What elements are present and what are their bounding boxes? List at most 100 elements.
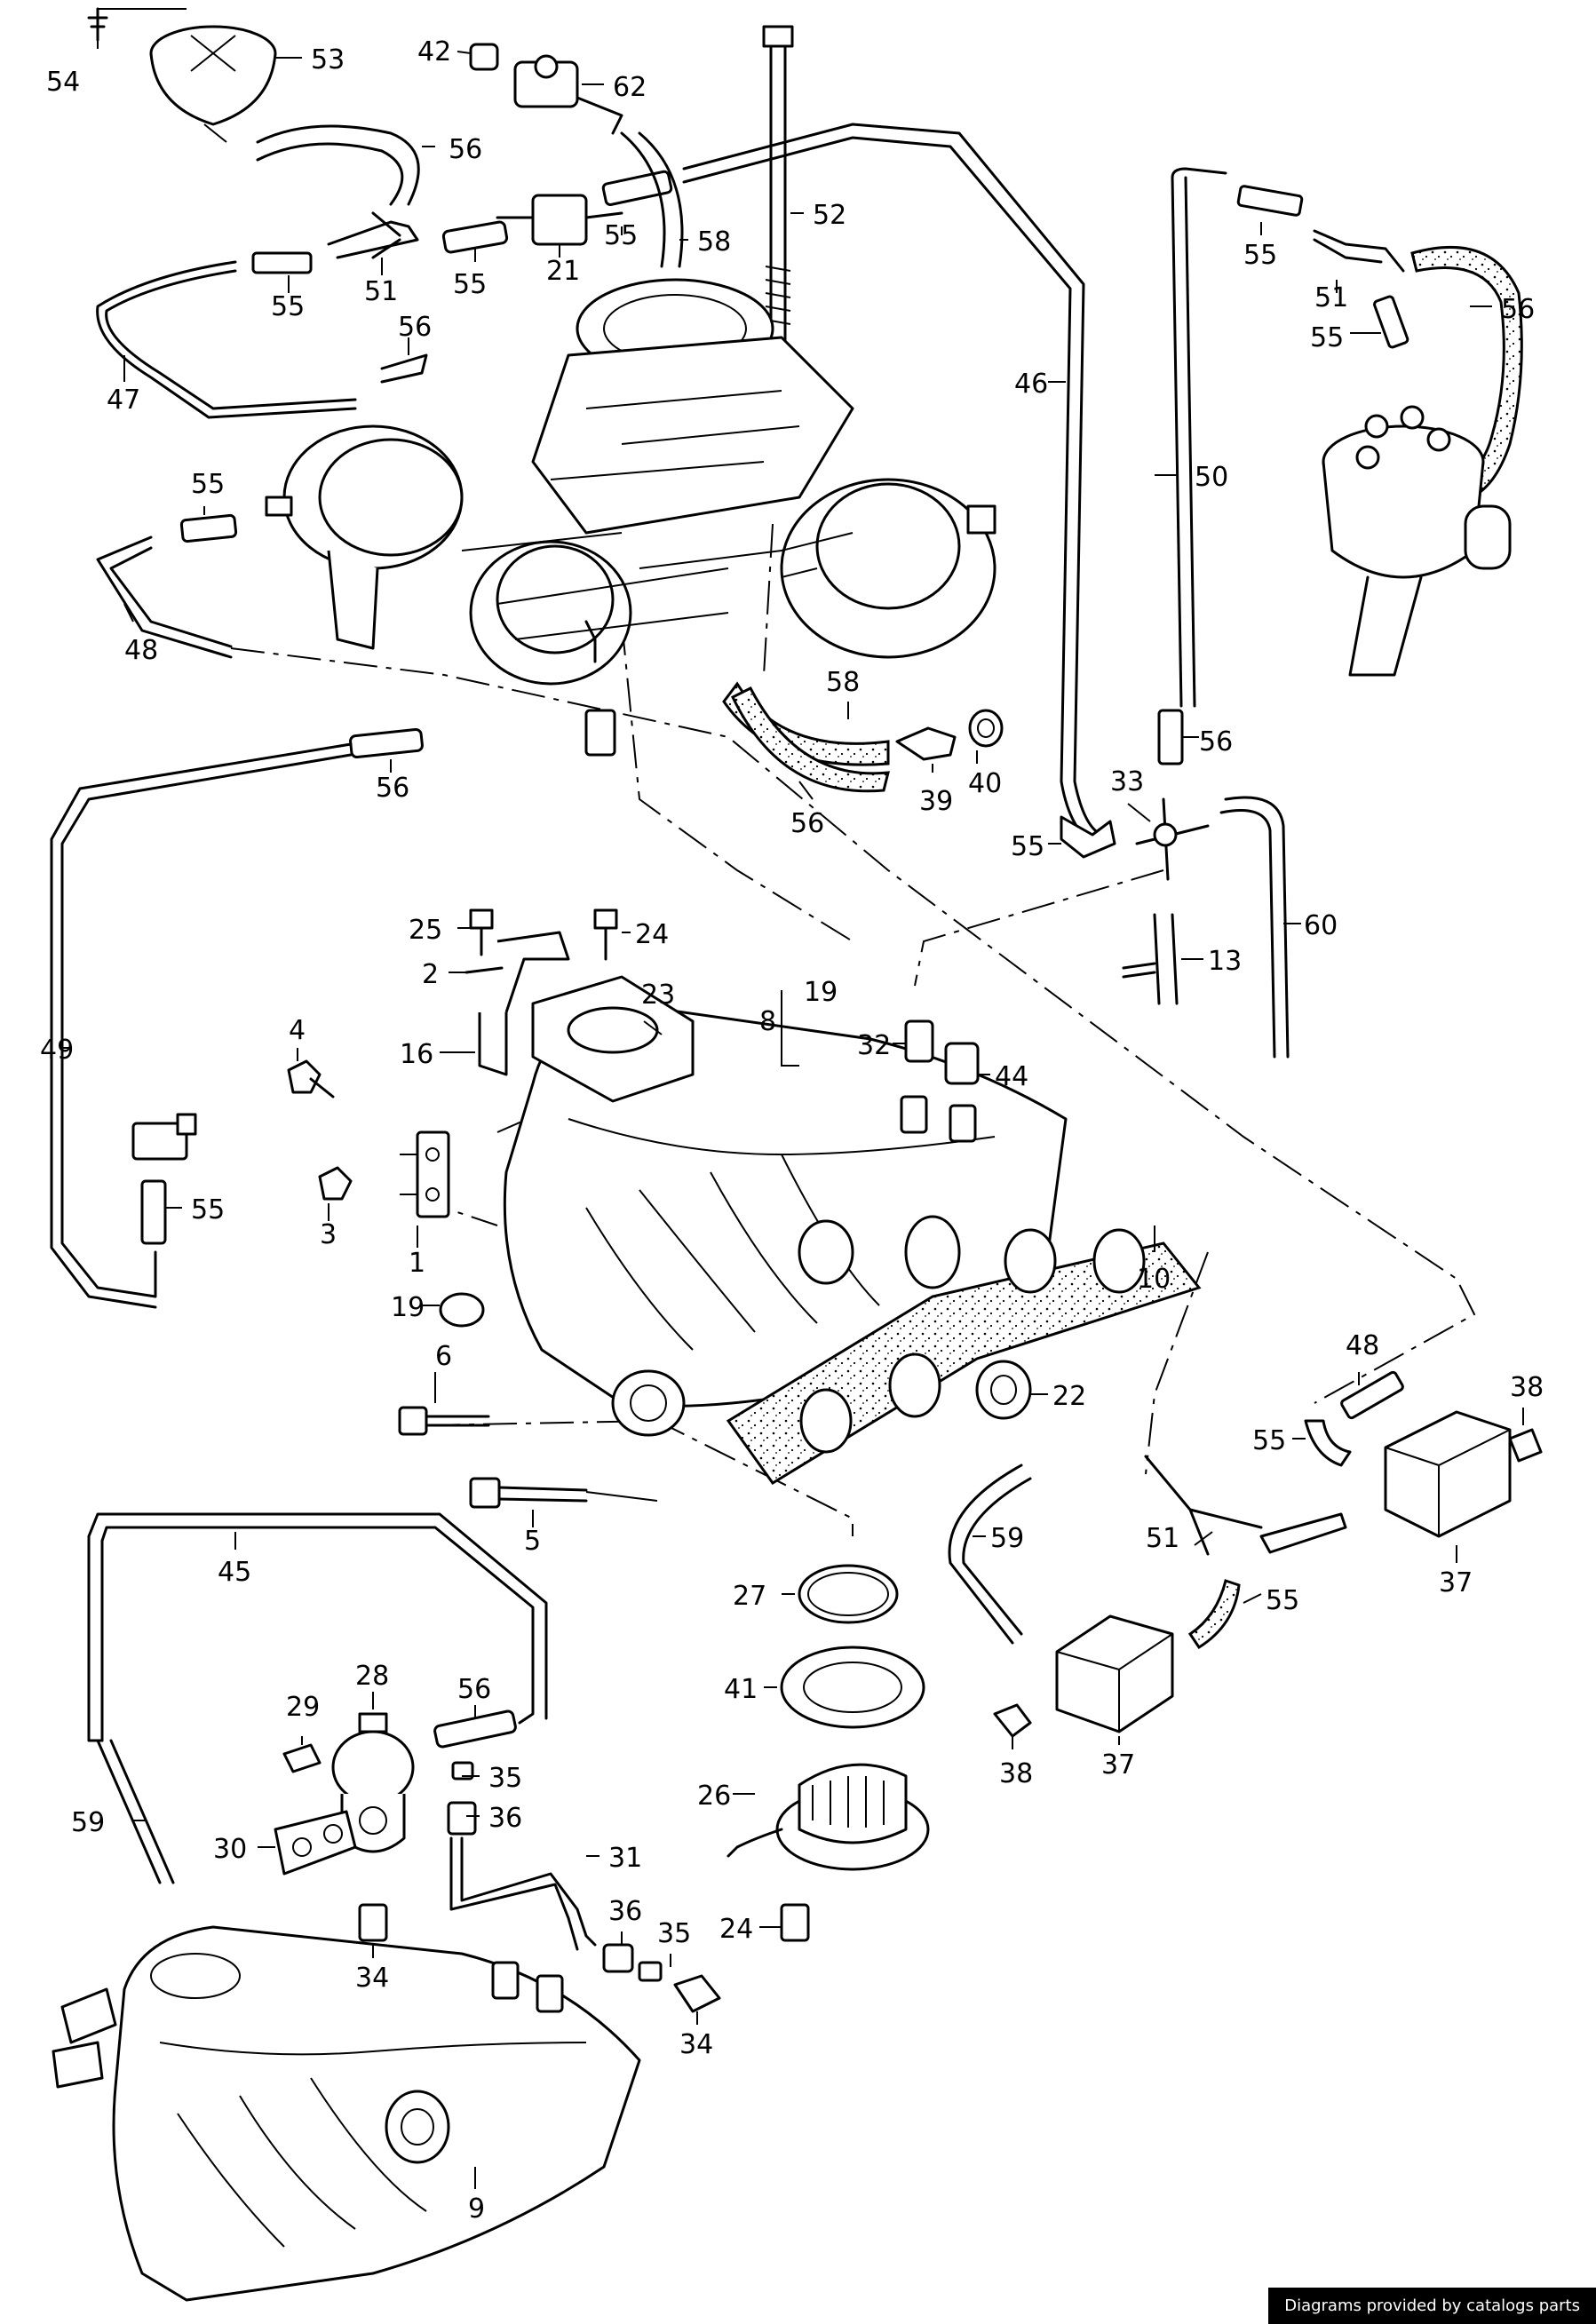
label-37-b: 37 <box>1101 1749 1135 1781</box>
label-39: 39 <box>919 786 953 817</box>
hose-55-b <box>441 220 509 254</box>
plug-19 <box>439 1292 485 1328</box>
hose-48-b <box>1340 1370 1404 1420</box>
pipe-45 <box>87 1512 548 1742</box>
distributor <box>1322 405 1512 677</box>
connector-55-elbow <box>1060 815 1116 859</box>
label-8: 8 <box>759 1006 776 1037</box>
hose-59-right <box>948 1463 1032 1645</box>
label-59-b: 59 <box>71 1807 105 1838</box>
gasket-10 <box>726 1215 1202 1486</box>
hose-59-left <box>96 1739 175 1884</box>
plate-1 <box>416 1130 450 1218</box>
hose-56-e <box>731 686 890 793</box>
label-4: 4 <box>289 1015 306 1046</box>
filter-21 <box>496 194 623 246</box>
label-55-i: 55 <box>1252 1425 1286 1456</box>
label-62: 62 <box>613 72 647 103</box>
label-56-a: 56 <box>449 134 482 165</box>
label-37-a: 37 <box>1439 1567 1473 1598</box>
cap-42 <box>469 43 499 71</box>
label-48-b: 48 <box>1346 1330 1379 1361</box>
label-55-d: 55 <box>1243 240 1277 271</box>
label-46: 46 <box>1014 369 1048 400</box>
label-55-e: 55 <box>1310 322 1344 353</box>
gasket-41 <box>780 1646 925 1729</box>
label-9: 9 <box>468 2193 485 2225</box>
label-27: 27 <box>733 1581 766 1612</box>
label-33: 33 <box>1110 766 1144 797</box>
hose-55-i <box>1304 1419 1352 1467</box>
hose-55-k <box>1187 1579 1241 1650</box>
bolt-6 <box>398 1406 490 1436</box>
label-60: 60 <box>1304 910 1338 941</box>
label-38-b: 38 <box>999 1758 1033 1789</box>
label-35-b: 35 <box>657 1918 691 1949</box>
label-56-b: 56 <box>398 312 432 343</box>
label-2: 2 <box>422 959 439 990</box>
hose-60 <box>1219 796 1290 1059</box>
label-22: 22 <box>1052 1381 1086 1412</box>
regulator-28 <box>331 1712 415 1853</box>
connector-51-lower <box>1144 1455 1263 1556</box>
fitting-36-b <box>602 1943 634 1973</box>
label-56-e: 56 <box>790 808 824 839</box>
screw-24-a <box>593 908 618 961</box>
label-55-h: 55 <box>191 1194 225 1225</box>
label-40: 40 <box>968 768 1002 799</box>
label-5: 5 <box>524 1526 541 1557</box>
bolt-5 <box>469 1477 588 1509</box>
label-35-a: 35 <box>488 1763 522 1794</box>
label-50: 50 <box>1195 462 1228 493</box>
label-55-c: 55 <box>271 291 305 322</box>
fitting-38-right <box>1508 1428 1543 1463</box>
label-26: 26 <box>697 1781 731 1812</box>
label-29: 29 <box>286 1692 320 1723</box>
hose-55-a <box>251 251 313 274</box>
label-36-a: 36 <box>488 1803 522 1834</box>
label-19-b: 19 <box>391 1292 425 1323</box>
hose-55-d <box>179 513 238 543</box>
label-55-b: 55 <box>453 269 487 300</box>
label-6: 6 <box>435 1341 452 1372</box>
fitting-34-left <box>358 1903 388 1942</box>
label-21: 21 <box>546 256 580 287</box>
label-23: 23 <box>641 980 675 1011</box>
label-19-a: 19 <box>804 977 838 1008</box>
screw-24-b <box>780 1903 810 1942</box>
label-48-a: 48 <box>124 635 158 666</box>
label-55-g: 55 <box>1011 831 1044 862</box>
screw-29 <box>282 1743 322 1773</box>
connector-51-top <box>327 211 419 259</box>
label-13: 13 <box>1208 946 1242 977</box>
label-36-b: 36 <box>608 1896 642 1927</box>
cross-33 <box>1135 797 1210 881</box>
washer-40 <box>968 709 1004 748</box>
label-30: 30 <box>213 1834 247 1865</box>
label-28: 28 <box>355 1661 389 1692</box>
label-51-b: 51 <box>1314 282 1348 313</box>
sensor-39 <box>895 726 957 761</box>
label-51-a: 51 <box>364 276 398 307</box>
bolt-4 <box>287 1059 335 1099</box>
hose-56-d <box>584 709 616 757</box>
hose-55-f <box>1373 295 1409 349</box>
label-49: 49 <box>40 1035 74 1066</box>
hose-56-g <box>1157 709 1184 765</box>
carburetor-assembly <box>265 278 997 686</box>
manifold-lower <box>52 1925 641 2302</box>
cap-44 <box>944 1042 980 1085</box>
label-58-b: 58 <box>826 667 860 698</box>
leader-lines <box>62 8 1524 2189</box>
fitting-35-b <box>638 1961 663 1982</box>
spacer-23 <box>531 975 695 1103</box>
fitting-34-right <box>673 1974 721 2013</box>
oring-27 <box>798 1564 899 1624</box>
label-45: 45 <box>218 1557 251 1588</box>
fitting-38-center <box>993 1703 1032 1738</box>
label-34-b: 34 <box>679 2029 713 2060</box>
valve-37-center <box>1055 1614 1174 1733</box>
label-41: 41 <box>724 1674 758 1705</box>
label-3: 3 <box>320 1219 337 1250</box>
